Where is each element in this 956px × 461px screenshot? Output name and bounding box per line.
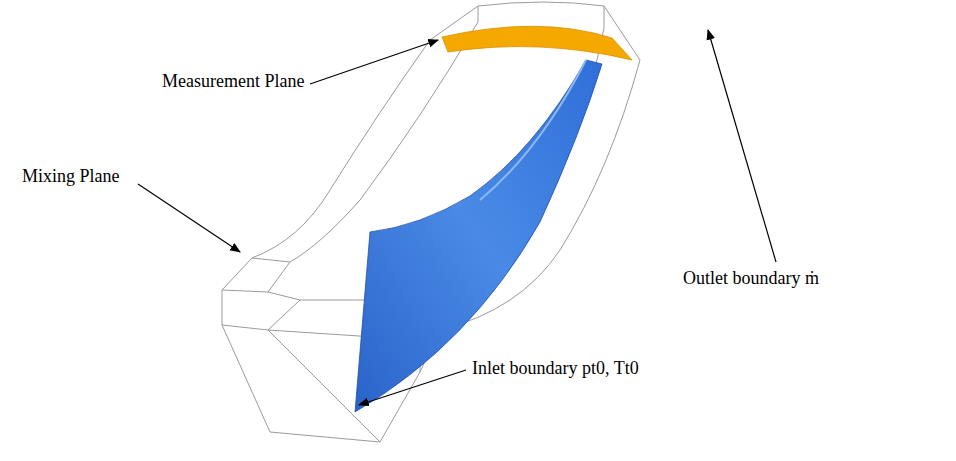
callout-label: Mixing Plane <box>22 166 120 188</box>
leader-line <box>138 184 240 252</box>
callout-label: Inlet boundary pt0, Tt0 <box>472 358 639 380</box>
blade-highlight <box>480 60 586 200</box>
callout-label: Measurement Plane <box>162 71 304 93</box>
callout-label: Outlet boundary ṁ <box>683 268 819 290</box>
leader-line <box>310 40 438 84</box>
wireframe <box>222 2 640 442</box>
leader-line <box>359 370 466 405</box>
measurement-plane <box>442 26 632 60</box>
leader-line <box>708 30 776 262</box>
leader-lines <box>138 30 776 405</box>
